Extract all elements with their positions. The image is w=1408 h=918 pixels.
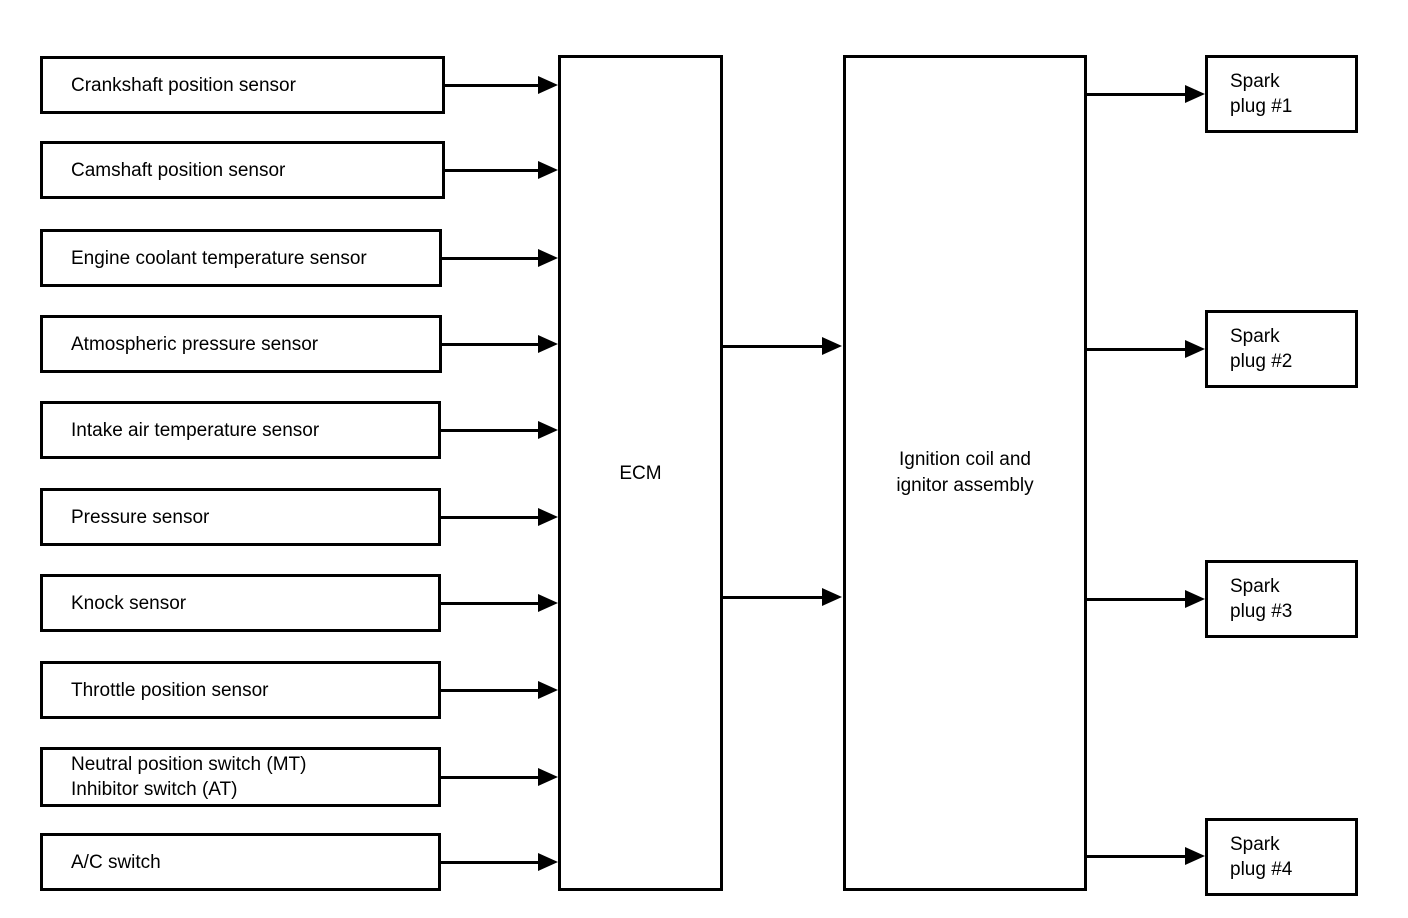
ignition-label: Ignition coil and ignitor assembly: [896, 449, 1034, 496]
connector-ecm-to-ignition-upper: [723, 345, 825, 348]
output-box-spark-plug-1[interactable]: Spark plug #1: [1205, 55, 1358, 133]
input-box-neutral-inhibitor-switch[interactable]: Neutral position switch (MT) Inhibitor s…: [40, 747, 441, 807]
arrowhead-input-5-to-ecm: [538, 508, 558, 526]
output-label: Spark plug #1: [1230, 71, 1293, 117]
input-box-crankshaft-position-sensor[interactable]: Crankshaft position sensor: [40, 56, 445, 114]
connector-input-3-to-ecm: [442, 343, 540, 346]
input-label: Atmospheric pressure sensor: [71, 333, 319, 355]
arrowhead-input-0-to-ecm: [538, 76, 558, 94]
arrowhead-ecm-to-ignition-lower: [822, 588, 842, 606]
connector-input-5-to-ecm: [441, 516, 540, 519]
ignition-coil-and-ignitor-assembly-block[interactable]: Ignition coil and ignitor assembly: [843, 55, 1087, 891]
input-box-pressure-sensor[interactable]: Pressure sensor: [40, 488, 441, 546]
connector-input-0-to-ecm: [445, 84, 540, 87]
connector-input-4-to-ecm: [441, 429, 540, 432]
input-label: Engine coolant temperature sensor: [71, 247, 367, 269]
arrowhead-input-9-to-ecm: [538, 853, 558, 871]
arrowhead-ignition-to-spark-plug-3: [1185, 590, 1205, 608]
input-box-knock-sensor[interactable]: Knock sensor: [40, 574, 441, 632]
arrowhead-ecm-to-ignition-upper: [822, 337, 842, 355]
connector-input-2-to-ecm: [442, 257, 540, 260]
connector-ignition-to-spark-plug-3: [1087, 598, 1187, 601]
arrowhead-input-3-to-ecm: [538, 335, 558, 353]
input-box-ac-switch[interactable]: A/C switch: [40, 833, 441, 891]
input-label: Knock sensor: [71, 592, 187, 614]
arrowhead-input-1-to-ecm: [538, 161, 558, 179]
output-box-spark-plug-4[interactable]: Spark plug #4: [1205, 818, 1358, 896]
arrowhead-ignition-to-spark-plug-2: [1185, 340, 1205, 358]
arrowhead-ignition-to-spark-plug-4: [1185, 847, 1205, 865]
connector-input-6-to-ecm: [441, 602, 540, 605]
connector-input-9-to-ecm: [441, 861, 540, 864]
input-box-engine-coolant-temperature-sensor[interactable]: Engine coolant temperature sensor: [40, 229, 442, 287]
connector-input-7-to-ecm: [441, 689, 540, 692]
input-label: Intake air temperature sensor: [71, 419, 320, 441]
input-box-camshaft-position-sensor[interactable]: Camshaft position sensor: [40, 141, 445, 199]
arrowhead-ignition-to-spark-plug-1: [1185, 85, 1205, 103]
input-label: Throttle position sensor: [71, 679, 269, 701]
input-box-atmospheric-pressure-sensor[interactable]: Atmospheric pressure sensor: [40, 315, 442, 373]
output-label: Spark plug #2: [1230, 326, 1293, 372]
connector-ignition-to-spark-plug-2: [1087, 348, 1187, 351]
connector-input-8-to-ecm: [441, 776, 540, 779]
arrowhead-input-6-to-ecm: [538, 594, 558, 612]
connector-ecm-to-ignition-lower: [723, 596, 825, 599]
input-label: Pressure sensor: [71, 506, 210, 528]
arrowhead-input-8-to-ecm: [538, 768, 558, 786]
ecm-block[interactable]: ECM: [558, 55, 723, 891]
input-label: A/C switch: [71, 851, 161, 873]
connector-ignition-to-spark-plug-4: [1087, 855, 1187, 858]
input-box-intake-air-temperature-sensor[interactable]: Intake air temperature sensor: [40, 401, 441, 459]
connector-input-1-to-ecm: [445, 169, 540, 172]
output-box-spark-plug-3[interactable]: Spark plug #3: [1205, 560, 1358, 638]
arrowhead-input-7-to-ecm: [538, 681, 558, 699]
connector-ignition-to-spark-plug-1: [1087, 93, 1187, 96]
input-box-throttle-position-sensor[interactable]: Throttle position sensor: [40, 661, 441, 719]
input-label: Crankshaft position sensor: [71, 74, 296, 96]
output-label: Spark plug #4: [1230, 834, 1293, 880]
output-label: Spark plug #3: [1230, 576, 1293, 622]
ecm-label: ECM: [619, 462, 662, 484]
arrowhead-input-4-to-ecm: [538, 421, 558, 439]
input-label: Neutral position switch (MT) Inhibitor s…: [71, 754, 307, 800]
output-box-spark-plug-2[interactable]: Spark plug #2: [1205, 310, 1358, 388]
input-label: Camshaft position sensor: [71, 159, 286, 181]
arrowhead-input-2-to-ecm: [538, 249, 558, 267]
